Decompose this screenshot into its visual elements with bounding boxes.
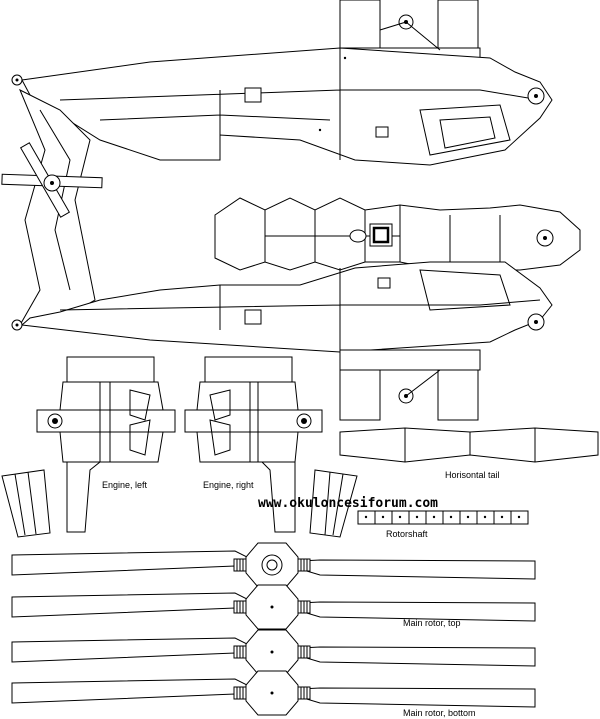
main-rotor-top-label: Main rotor, top <box>403 618 461 628</box>
rotor-blade-piece <box>11 584 536 630</box>
glue-dot <box>398 515 402 519</box>
exhaust-pieces <box>1 469 358 538</box>
watermark: www.okuloncesiforum.com <box>258 496 438 511</box>
blade-grip <box>242 645 247 659</box>
glue-dot <box>466 515 470 519</box>
hub-ring <box>266 559 278 571</box>
engine-left-piece: Engine, left <box>36 356 176 533</box>
horizontal-tail-piece: Horisontal tail <box>339 427 599 480</box>
rotor-blade-right <box>299 687 536 708</box>
glue-dot <box>364 515 368 519</box>
fuselage-side-upper <box>11 47 553 166</box>
blade-grip <box>242 558 247 572</box>
tail-rotor-assembly <box>1 88 103 326</box>
glue-dot <box>500 515 504 519</box>
rotor-blade-piece <box>11 629 536 675</box>
fuselage-top-view <box>214 197 581 271</box>
main-rotor-pieces <box>11 542 536 716</box>
engine-left-label: Engine, left <box>102 480 148 490</box>
engine-right-piece: Engine, right <box>184 356 323 533</box>
glue-dot <box>432 515 436 519</box>
glue-dot <box>270 605 274 609</box>
rotorshaft-label: Rotorshaft <box>386 529 428 539</box>
fuselage-side-lower <box>11 261 553 353</box>
lower-gear-piece <box>339 349 481 421</box>
glue-dot <box>270 650 274 654</box>
blade-grip <box>242 600 247 614</box>
rotor-blade-left <box>11 678 256 704</box>
glue-dot <box>449 515 453 519</box>
rotor-blade-piece <box>11 670 536 716</box>
rotor-blade-left <box>11 550 256 576</box>
blade-grip <box>306 686 311 700</box>
rotor-blade-left <box>11 637 256 663</box>
engine-right-label: Engine, right <box>203 480 254 490</box>
glue-dot <box>381 515 385 519</box>
horizontal-tail-label: Horisontal tail <box>445 470 500 480</box>
glue-dot <box>517 515 521 519</box>
rotor-blade-right <box>299 646 536 667</box>
blade-grip <box>306 558 311 572</box>
glue-dot <box>483 515 487 519</box>
glue-dot <box>415 515 419 519</box>
rotor-blade-right <box>299 559 536 580</box>
rotor-blade-piece <box>11 542 536 588</box>
blade-grip <box>306 645 311 659</box>
glue-dot <box>270 691 274 695</box>
rotor-blade-left <box>11 592 256 618</box>
blade-grip <box>306 600 311 614</box>
blade-grip <box>242 686 247 700</box>
main-rotor-bottom-label: Main rotor, bottom <box>403 708 476 718</box>
rotorshaft-piece <box>357 510 529 525</box>
